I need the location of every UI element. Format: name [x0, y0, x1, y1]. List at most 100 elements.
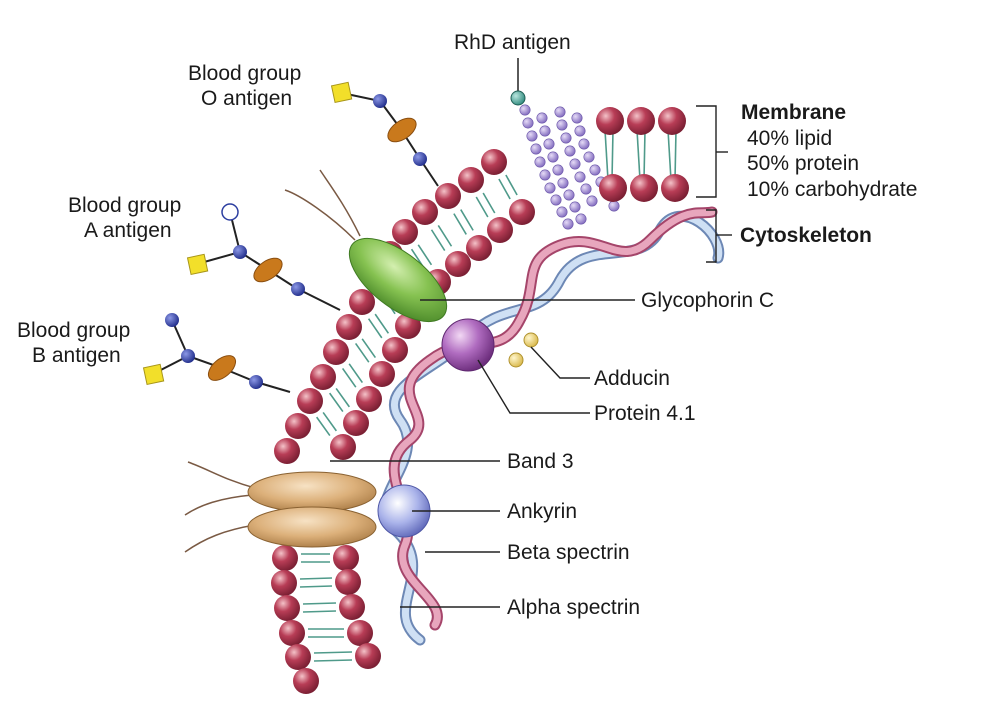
rhd-residue [569, 201, 581, 213]
blood-group-a-antigen-chain [186, 203, 341, 311]
rhd-residue [564, 145, 576, 157]
lipid-head [347, 620, 373, 646]
rhd-residue [557, 177, 569, 189]
rhd-residue [522, 117, 534, 129]
rhd-residue [580, 183, 592, 195]
rhd-antigen-label: RhD antigen [454, 31, 571, 54]
lipid-tail [367, 318, 383, 339]
rhd-residue [589, 164, 601, 176]
b-antigen-label-line1: Blood group [17, 319, 130, 342]
lipid-tail [302, 610, 337, 613]
band-3-protein [184, 461, 377, 553]
lipid-head [272, 545, 298, 571]
rhd-residue [563, 189, 575, 201]
blood-group-o-antigen-chain [330, 81, 439, 187]
rhd-residue [562, 218, 574, 230]
rhd-residue [526, 130, 538, 142]
lipid-head [355, 643, 381, 669]
rhd-residue [552, 164, 564, 176]
alpha-spectrin-label: Alpha spectrin [507, 596, 640, 619]
lipid-tail [354, 342, 370, 363]
lipid-tail [299, 577, 333, 580]
rhd-residue [556, 119, 568, 131]
rhd-residue [569, 158, 581, 170]
lipid-head [339, 594, 365, 620]
rhd-residue [544, 182, 556, 194]
lipid-head [274, 438, 300, 464]
protein-4-1 [441, 318, 495, 372]
lipid-head [285, 413, 311, 439]
leader-lines [330, 105, 732, 608]
lipid-head [323, 339, 349, 365]
rhd-residue [534, 156, 546, 168]
rhd-residue [556, 206, 568, 218]
o-antigen-label-line2: O antigen [201, 87, 292, 110]
lipid-tail [313, 651, 353, 654]
lipid-head [293, 668, 319, 694]
lipid-head [392, 219, 418, 245]
rhd-residue [586, 195, 598, 207]
rhd-residue [578, 138, 590, 150]
rhd-residue [547, 151, 559, 163]
lipid-tail [361, 338, 377, 359]
membrane-title: Membrane [741, 101, 846, 124]
lipid-head [285, 644, 311, 670]
membrane-lipid: 40% lipid [747, 127, 832, 150]
blood-group-b-antigen-chain [142, 313, 291, 393]
lipid-head [330, 434, 356, 460]
rhd-residue [543, 138, 555, 150]
lipid-head [509, 199, 535, 225]
lipid-head [458, 167, 484, 193]
band-3-label: Band 3 [507, 450, 574, 473]
membrane-carbohydrate: 10% carbohydrate [747, 178, 917, 201]
rhd-residue [574, 125, 586, 137]
lipid-tail [299, 585, 333, 588]
lipid-tail [335, 388, 351, 408]
adducin-dot-1 [523, 332, 539, 348]
rhd-residue [574, 171, 586, 183]
lipid-tail [302, 602, 337, 605]
adducin-label: Adducin [594, 367, 670, 390]
lipid-head [271, 570, 297, 596]
membrane-legend-bilayer [596, 107, 689, 202]
labels: RhD antigen Blood group O antigen Blood … [17, 31, 917, 619]
beta-spectrin-label: Beta spectrin [507, 541, 630, 564]
lipid-tail [417, 244, 433, 266]
rhd-residue [539, 169, 551, 181]
rhd-residue [571, 112, 583, 124]
lipid-head [310, 364, 336, 390]
rhd-antigen-protein [519, 104, 620, 230]
lipid-tail [460, 209, 474, 231]
lipid-head [412, 199, 438, 225]
ankyrin-label: Ankyrin [507, 500, 577, 523]
lipid-head [445, 251, 471, 277]
lipid-tail [313, 659, 353, 662]
lipid-tail [341, 367, 357, 388]
lipid-head [336, 314, 362, 340]
lipid-head [369, 361, 395, 387]
lipid-head [297, 388, 323, 414]
rhd-residue [550, 194, 562, 206]
lipid-head [466, 235, 492, 261]
rhd-residue [575, 213, 587, 225]
lipid-tail [348, 363, 364, 384]
lipid-head [274, 595, 300, 621]
rhd-antigen-head [510, 90, 526, 106]
rhd-residue [560, 132, 572, 144]
lipid-tail [374, 313, 390, 334]
rhd-residue [608, 200, 620, 212]
cytoskeleton-label: Cytoskeleton [740, 224, 872, 247]
lipid-head [333, 545, 359, 571]
lipid-head [487, 217, 513, 243]
membrane-protein: 50% protein [747, 152, 859, 175]
lipid-head [335, 569, 361, 595]
glycophorin-c [284, 169, 448, 323]
lipid-tail [437, 225, 453, 247]
lipid-head [435, 183, 461, 209]
lipid-head [279, 620, 305, 646]
lipid-head [349, 289, 375, 315]
rhd-residue [539, 125, 551, 137]
b-antigen-label-line2: B antigen [32, 344, 121, 367]
lipid-tail [315, 416, 331, 436]
